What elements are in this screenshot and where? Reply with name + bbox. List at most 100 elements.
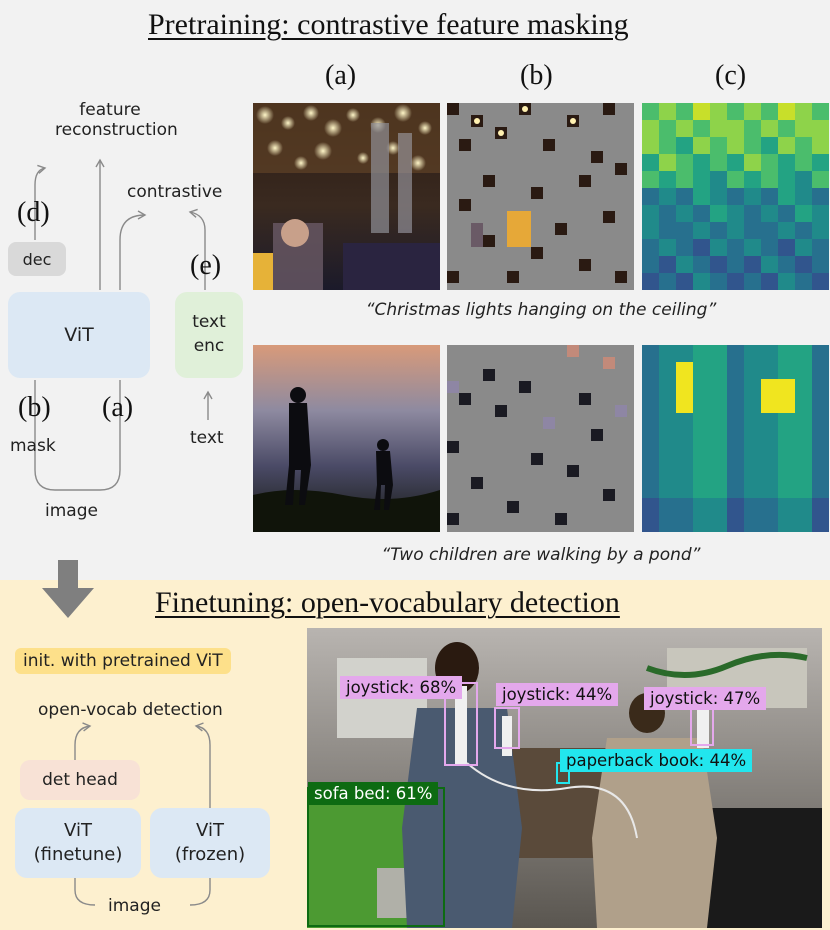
label-d: (d)	[17, 197, 50, 228]
heatmap-cell	[676, 222, 694, 240]
heatmap-cell	[778, 379, 796, 397]
mask-label: mask	[10, 436, 56, 456]
heatmap-cell	[727, 362, 745, 380]
heatmap-cell	[778, 362, 796, 380]
label-a: (a)	[102, 392, 134, 423]
heatmap-cell	[659, 137, 677, 155]
heatmap-cell	[659, 464, 677, 482]
heatmap-cell	[710, 379, 728, 397]
heatmap-cell	[727, 188, 745, 206]
heatmap-cell	[744, 396, 762, 414]
heatmap-cell	[761, 396, 779, 414]
heatmap-cell	[761, 379, 779, 397]
heatmap-cell	[642, 498, 660, 516]
heatmap-cell	[710, 430, 728, 448]
heatmap-cell	[812, 273, 829, 290]
init-pill: init. with pretrained ViT	[15, 648, 231, 674]
heatmap-cell	[795, 120, 813, 138]
det-head-box: det head	[20, 760, 140, 800]
heatmap-cell	[778, 137, 796, 155]
heatmap-cell	[642, 188, 660, 206]
heatmap-cell	[659, 205, 677, 223]
heatmap-cell	[693, 103, 711, 121]
heatmap-cell	[812, 413, 829, 431]
heatmap-cell	[795, 222, 813, 240]
heatmap-cell	[676, 447, 694, 465]
heatmap-cell	[761, 464, 779, 482]
heatmap-cell	[659, 273, 677, 290]
vit-finetune-box: ViT (finetune)	[15, 808, 141, 878]
heatmap-cell	[727, 120, 745, 138]
heatmap-cell	[778, 239, 796, 257]
heatmap-cell	[659, 171, 677, 189]
heatmap-cell	[727, 154, 745, 172]
heatmap-cell	[761, 362, 779, 380]
heatmap-cell	[676, 413, 694, 431]
feature-reconstruction-label: feature reconstruction	[55, 100, 178, 140]
heatmap-cell	[744, 222, 762, 240]
heatmap-cell	[659, 447, 677, 465]
heatmap-cell	[778, 481, 796, 499]
heatmap-cell	[812, 396, 829, 414]
image-label: image	[45, 501, 98, 521]
heatmap-cell	[744, 345, 762, 363]
heatmap-cell	[659, 103, 677, 121]
heatmap-cell	[676, 273, 694, 290]
heatmap-cell	[693, 239, 711, 257]
heatmap-cell	[812, 188, 829, 206]
pretraining-title: Pretraining: contrastive feature masking	[148, 8, 629, 41]
heatmap-cell	[727, 396, 745, 414]
heatmap-cell	[727, 430, 745, 448]
heatmap-cell	[693, 413, 711, 431]
heatmap-cell	[693, 464, 711, 482]
finetune-image-label: image	[108, 896, 161, 916]
heatmap-cell	[727, 273, 745, 290]
heatmap-cell	[676, 396, 694, 414]
heatmap-cell	[676, 188, 694, 206]
heatmap-cell	[812, 481, 829, 499]
heatmap-cell	[642, 430, 660, 448]
label-b: (b)	[18, 392, 51, 423]
heatmap-cell	[710, 171, 728, 189]
heatmap-cell	[795, 171, 813, 189]
heatmap-cell	[710, 396, 728, 414]
pond-similarity-heatmap	[642, 345, 829, 532]
heatmap-cell	[812, 447, 829, 465]
heatmap-cell	[761, 188, 779, 206]
heatmap-cell	[795, 137, 813, 155]
heatmap-cell	[659, 413, 677, 431]
heatmap-cell	[710, 481, 728, 499]
heatmap-cell	[744, 273, 762, 290]
heatmap-cell	[744, 379, 762, 397]
heatmap-cell	[693, 188, 711, 206]
heatmap-cell	[676, 481, 694, 499]
heatmap-cell	[710, 447, 728, 465]
heatmap-cell	[659, 481, 677, 499]
heatmap-cell	[744, 120, 762, 138]
heatmap-cell	[693, 120, 711, 138]
heatmap-cell	[642, 413, 660, 431]
heatmap-cell	[710, 222, 728, 240]
detection-photo	[307, 628, 822, 928]
heatmap-cell	[778, 464, 796, 482]
heatmap-cell	[693, 362, 711, 380]
heatmap-cell	[693, 273, 711, 290]
heatmap-cell	[761, 447, 779, 465]
heatmap-cell	[795, 345, 813, 363]
heatmap-cell	[676, 498, 694, 516]
heatmap-cell	[744, 239, 762, 257]
heatmap-cell	[795, 273, 813, 290]
text-label: text	[190, 428, 224, 448]
heatmap-cell	[795, 205, 813, 223]
heatmap-cell	[642, 137, 660, 155]
heatmap-cell	[761, 154, 779, 172]
heatmap-cell	[778, 154, 796, 172]
heatmap-cell	[778, 515, 796, 532]
heatmap-cell	[710, 362, 728, 380]
pretraining-arrows	[34, 158, 213, 491]
heatmap-cell	[727, 379, 745, 397]
label-e: (e)	[190, 250, 222, 281]
heatmap-cell	[744, 447, 762, 465]
heatmap-cell	[778, 120, 796, 138]
down-arrow-icon	[42, 560, 94, 618]
